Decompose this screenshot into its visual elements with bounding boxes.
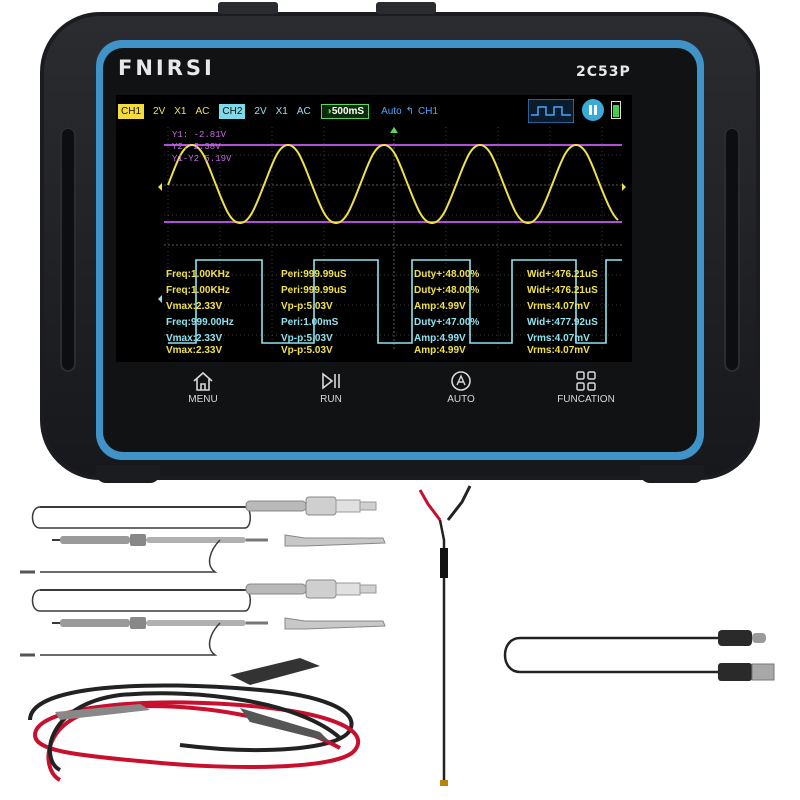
measurement-value: Wid+:477.92uS bbox=[527, 317, 598, 328]
run-button[interactable]: RUN bbox=[281, 370, 381, 405]
measurement-value: Wid+:476.21uS bbox=[527, 269, 598, 280]
measurement-value: Duty+:47.00% bbox=[414, 317, 480, 328]
ch2-ground-marker bbox=[158, 295, 162, 303]
measurement-value: Amp:4.99V bbox=[414, 301, 466, 312]
trigger-position-marker bbox=[390, 127, 398, 133]
timebase-indicator[interactable]: ◑500mS bbox=[320, 103, 370, 119]
pause-icon bbox=[589, 105, 592, 115]
cursor-y1-readout: Y1: -2.81V bbox=[172, 130, 227, 140]
function-button[interactable]: FUNCATION bbox=[536, 370, 636, 405]
grid-icon bbox=[576, 371, 596, 391]
measurement-value: Vp-p:5.03V bbox=[281, 301, 333, 312]
top-port-left bbox=[218, 2, 278, 14]
cursor-delta-readout: Y1-Y2 5.19V bbox=[172, 154, 232, 164]
usb-cable bbox=[503, 630, 775, 681]
measurement-value: Vrms:4.07mV bbox=[527, 301, 590, 312]
top-port-right bbox=[376, 2, 436, 14]
waveform-display bbox=[158, 127, 626, 350]
run-label: RUN bbox=[320, 394, 342, 405]
test-leads bbox=[28, 658, 361, 782]
hold-icon: ◑ bbox=[325, 105, 332, 117]
model-label: 2C53P bbox=[576, 64, 631, 80]
ch2-probe[interactable]: X1 bbox=[275, 105, 288, 117]
pause-button[interactable] bbox=[582, 99, 604, 121]
brand-logo: FNIRSI bbox=[118, 56, 215, 80]
measurement-value: Duty+:48.00% bbox=[414, 285, 480, 296]
measurement-value: Peri:999.99uS bbox=[281, 269, 347, 280]
ch1-probe[interactable]: X1 bbox=[174, 105, 187, 117]
left-grip bbox=[60, 127, 76, 372]
ch2-coupling[interactable]: AC bbox=[296, 105, 311, 117]
left-foot bbox=[96, 465, 160, 483]
accessories bbox=[20, 485, 775, 786]
ch2-square-trace bbox=[168, 259, 622, 344]
measurement-value: Amp:4.99V bbox=[414, 345, 466, 356]
measurement-value: Peri:999.99uS bbox=[281, 285, 347, 296]
measurement-value: Amp:4.99V bbox=[414, 333, 466, 344]
ch1-volts-div[interactable]: 2V bbox=[153, 105, 166, 117]
measurement-value: Vmax:2.33V bbox=[166, 345, 223, 356]
measurement-value: Vmax:2.33V bbox=[166, 301, 223, 312]
cursor-y2-readout: Y2: 2.38V bbox=[172, 142, 221, 152]
auto-button[interactable]: AUTO bbox=[411, 370, 511, 405]
ch1-trigger-level-marker bbox=[622, 183, 626, 191]
play-pause-icon bbox=[322, 372, 340, 390]
ch1-sine-trace bbox=[167, 143, 619, 225]
measurement-value: Freq:1.00KHz bbox=[166, 285, 230, 296]
measurement-value: Freq:1.00KHz bbox=[166, 269, 230, 280]
oscilloscope-screen[interactable]: CH1 2V X1 AC CH2 2V X1 AC ◑500mS Auto ↰ … bbox=[116, 95, 632, 362]
measurement-value: Peri:1.00mS bbox=[281, 317, 339, 328]
auto-icon bbox=[451, 371, 471, 391]
status-bar: CH1 2V X1 AC CH2 2V X1 AC ◑500mS Auto ↰ … bbox=[116, 95, 632, 127]
measurement-value: Vrms:4.07mV bbox=[527, 333, 590, 344]
measurement-value: Freq:999.00Hz bbox=[166, 317, 234, 328]
function-label: FUNCATION bbox=[557, 394, 615, 405]
ch1-coupling[interactable]: AC bbox=[195, 105, 210, 117]
measurement-value: Wid+:476.21uS bbox=[527, 285, 598, 296]
ch2-volts-div[interactable]: 2V bbox=[254, 105, 267, 117]
timebase-value: 500mS bbox=[331, 105, 365, 117]
probe-2 bbox=[20, 579, 386, 657]
alligator-clip-lead bbox=[418, 485, 472, 786]
trigger-source[interactable]: CH1 bbox=[418, 105, 439, 117]
waveform-thumbnail-icon[interactable] bbox=[528, 99, 574, 123]
measurement-value: Vrms:4.07mV bbox=[527, 345, 590, 356]
probe-1 bbox=[20, 496, 386, 574]
measurement-value: Vp-p:5.03V bbox=[281, 345, 333, 356]
ch1-ground-marker bbox=[158, 183, 162, 191]
measurement-value: Duty+:48.00% bbox=[414, 269, 480, 280]
ch1-tag[interactable]: CH1 bbox=[118, 103, 145, 119]
trigger-mode[interactable]: Auto bbox=[381, 105, 402, 117]
softkey-bar: MENU RUN AUTO FUNCATION bbox=[116, 370, 632, 420]
right-foot bbox=[640, 465, 704, 483]
measurement-value: Vp-p:5.03V bbox=[281, 333, 333, 344]
right-grip bbox=[724, 127, 740, 372]
measurement-value: Vmax:2.33V bbox=[166, 333, 223, 344]
menu-label: MENU bbox=[188, 394, 218, 405]
auto-label: AUTO bbox=[447, 394, 475, 405]
home-icon bbox=[193, 371, 213, 391]
ch2-tag[interactable]: CH2 bbox=[219, 103, 246, 119]
trigger-edge-icon: ↰ bbox=[405, 105, 415, 117]
battery-icon bbox=[611, 101, 621, 119]
menu-button[interactable]: MENU bbox=[153, 370, 253, 405]
